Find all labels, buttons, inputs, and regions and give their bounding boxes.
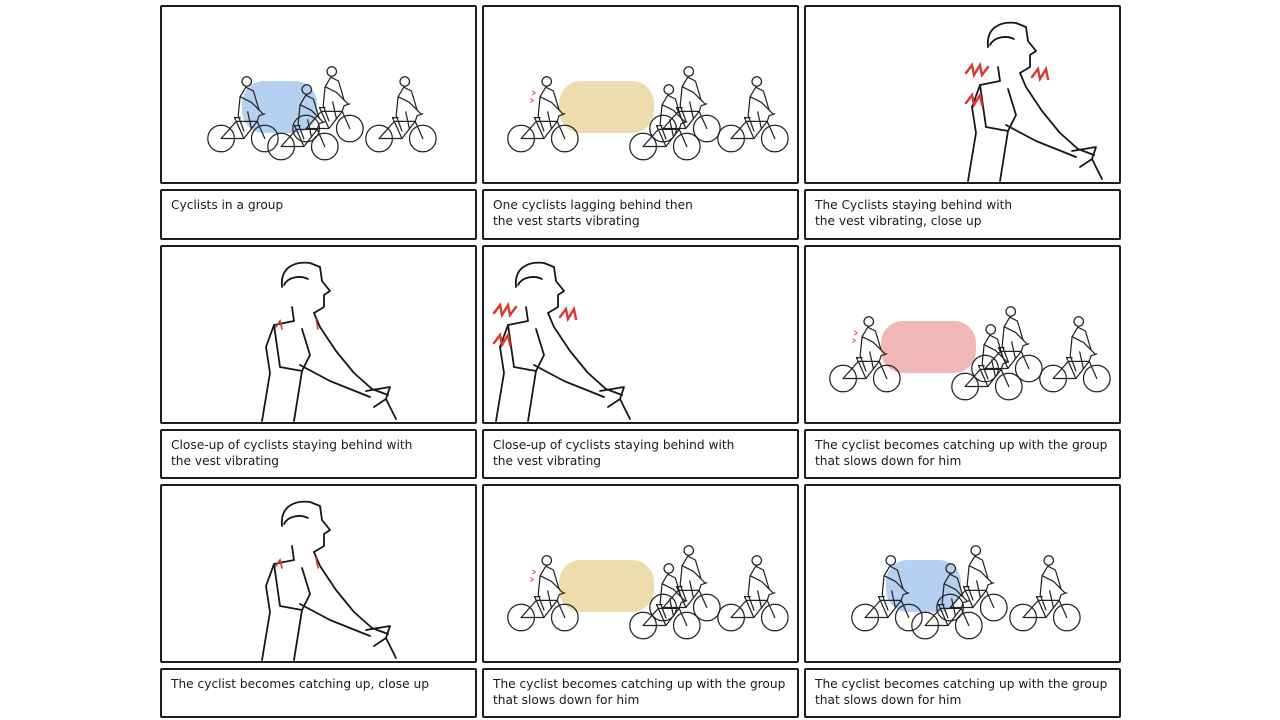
cyclist-group-2 (971, 306, 1043, 383)
cyclist-group-2 (292, 66, 364, 143)
highlight-blob (881, 321, 976, 373)
vibration-marks (275, 557, 319, 569)
closeup-cyclist (967, 21, 1103, 182)
storyboard-frame-3 (804, 5, 1121, 184)
frame-9-caption: The cyclist becomes catching up with the… (804, 668, 1121, 718)
frame-6-sketch (829, 306, 1111, 401)
storyboard-frame-8 (482, 484, 799, 663)
frame-7-caption: The cyclist becomes catching up, close u… (160, 668, 477, 718)
vibration-marks (492, 301, 578, 349)
cyclist-group-2 (649, 66, 721, 143)
cyclist-lagging (851, 555, 923, 632)
cyclist-group-3 (1009, 555, 1081, 632)
cyclist-group-3 (717, 555, 789, 632)
frame-8-caption: The cyclist becomes catching up with the… (482, 668, 799, 718)
frame-4-caption: Close-up of cyclists staying behind with… (160, 429, 477, 479)
closeup-cyclist (261, 500, 397, 661)
cyclist-lagging (507, 555, 579, 632)
cyclist-group-1 (629, 563, 701, 640)
storyboard-frame-1 (160, 5, 477, 184)
frame-6-caption: The cyclist becomes catching up with the… (804, 429, 1121, 479)
cyclist-lagging (207, 76, 279, 153)
frame-3-sketch (964, 21, 1103, 182)
closeup-cyclist (495, 261, 631, 422)
cyclist-group-3 (717, 76, 789, 153)
storyboard-grid: Cyclists in a group One cyclists lagging… (160, 5, 1121, 718)
frame-5-caption: Close-up of cyclists staying behind with… (482, 429, 799, 479)
vibration-marks (275, 318, 319, 330)
cyclist-group-1 (267, 84, 339, 161)
cyclist-group-3 (1039, 316, 1111, 393)
highlight-blob (559, 81, 654, 133)
frame-1-caption: Cyclists in a group (160, 189, 477, 240)
frame-8-sketch (507, 545, 789, 640)
frame-2-caption: One cyclists lagging behind then the ves… (482, 189, 799, 240)
frame-9-sketch (851, 545, 1081, 640)
frame-2-sketch (507, 66, 789, 161)
frame-5-sketch (492, 261, 631, 422)
storyboard-frame-6 (804, 245, 1121, 424)
frame-7-sketch (261, 500, 397, 661)
cyclist-group-1 (951, 324, 1023, 401)
frame-1-sketch (207, 66, 437, 161)
cyclist-lagging (507, 76, 579, 153)
highlight-blob (559, 560, 654, 612)
cyclist-group-1 (911, 563, 983, 640)
vibration-marks (964, 61, 1050, 109)
storyboard-frame-4 (160, 245, 477, 424)
storyboard-frame-7 (160, 484, 477, 663)
cyclist-group-1 (629, 84, 701, 161)
cyclist-lagging (829, 316, 901, 393)
storyboard-frame-2 (482, 5, 799, 184)
frame-3-caption: The Cyclists staying behind with the ves… (804, 189, 1121, 240)
cyclist-group-2 (936, 545, 1008, 622)
storyboard-frame-9 (804, 484, 1121, 663)
storyboard-frame-5 (482, 245, 799, 424)
cyclist-group-3 (365, 76, 437, 153)
closeup-cyclist (261, 261, 397, 422)
frame-4-sketch (261, 261, 397, 422)
cyclist-group-2 (649, 545, 721, 622)
